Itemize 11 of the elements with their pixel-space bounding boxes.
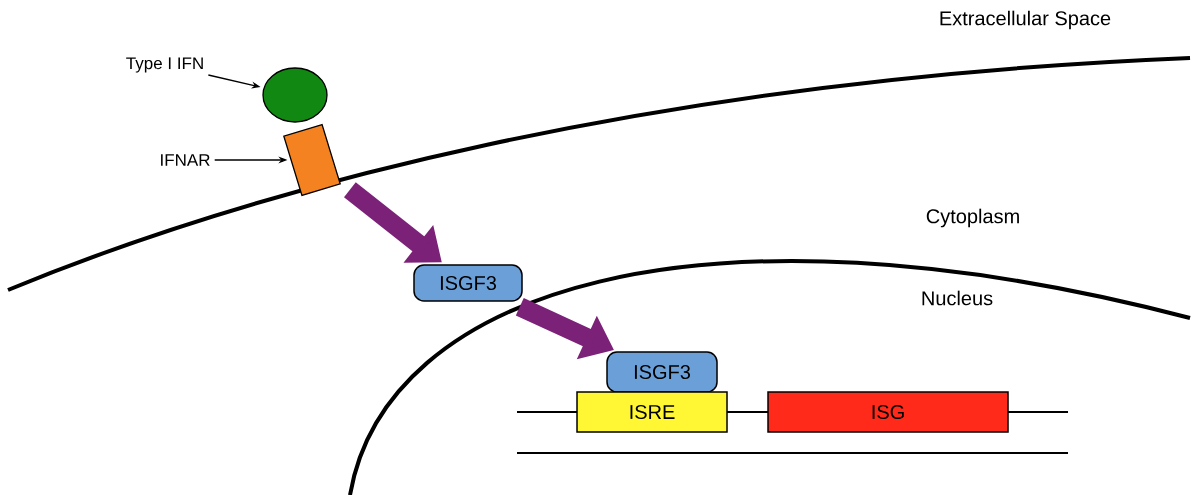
protein-label: IFNAR — [161, 154, 210, 166]
protein-label: Type I IFN — [126, 57, 203, 73]
region-label: Extracellular Space — [940, 10, 1111, 30]
protein-box: ISGF3 — [606, 351, 718, 393]
gene-box: ISG — [767, 391, 1009, 433]
region-label: Cytoplasm — [926, 208, 1019, 228]
receptor-bar — [283, 123, 341, 197]
region-label: Nucleus — [922, 290, 993, 306]
ligand-circle — [262, 67, 328, 123]
protein-box: ISGF3 — [413, 264, 523, 302]
element-box: ISRE — [576, 391, 728, 433]
